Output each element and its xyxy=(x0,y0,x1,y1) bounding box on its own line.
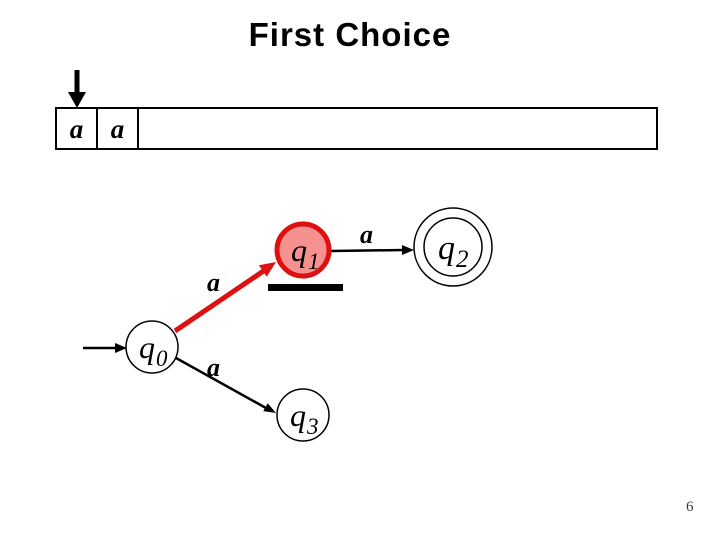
transition-label: a xyxy=(207,353,220,382)
slide-title: First Choice xyxy=(248,16,452,53)
state-label-subscript: 3 xyxy=(306,414,319,439)
tape-symbol: a xyxy=(69,114,84,144)
state-q2-accepting: q 2 xyxy=(413,207,493,287)
state-q0: q 0 xyxy=(125,320,179,374)
state-q3: q 3 xyxy=(276,388,330,442)
state-label: q xyxy=(139,329,155,365)
tape-cell-1: a xyxy=(57,109,98,148)
transition-q1-q2: a xyxy=(330,220,414,255)
state-label-subscript: 1 xyxy=(308,249,320,274)
transition-label: a xyxy=(207,268,220,297)
state-q1-highlighted: q 1 xyxy=(274,221,332,279)
state-label: q xyxy=(438,230,455,267)
tape-cell-2: a xyxy=(98,109,139,148)
state-label-subscript: 2 xyxy=(456,246,469,273)
state-label-subscript: 0 xyxy=(156,346,168,371)
transition-label: a xyxy=(360,220,373,249)
tape-symbol: a xyxy=(110,114,125,144)
state-label: q xyxy=(291,232,307,268)
start-arrow-icon xyxy=(83,343,127,353)
transition-q0-q3: a xyxy=(175,353,276,413)
input-tape: a a xyxy=(55,107,658,150)
page-number: 6 xyxy=(686,499,694,515)
state-label: q xyxy=(290,397,306,433)
highlight-underline xyxy=(268,284,343,291)
transition-q0-q1-highlighted: a xyxy=(173,262,276,334)
tape-head-arrow-icon xyxy=(68,70,86,108)
